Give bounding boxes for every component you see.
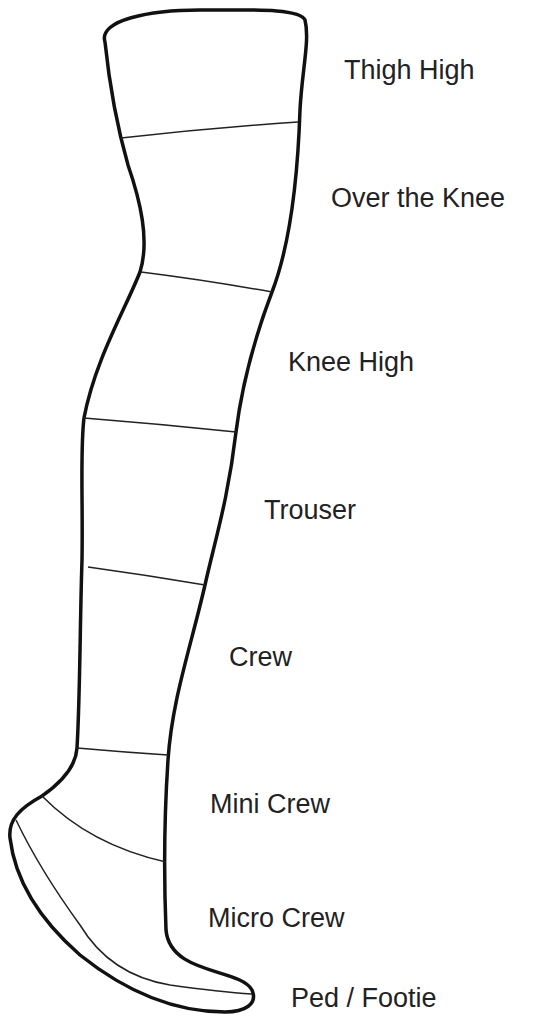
band-line <box>121 122 298 138</box>
sock-length-label: Mini Crew <box>210 788 330 820</box>
sock-length-label: Crew <box>229 641 292 673</box>
sock-length-label: Trouser <box>264 494 356 526</box>
sock-length-label: Ped / Footie <box>291 982 437 1014</box>
sock-length-label: Thigh High <box>344 54 475 86</box>
band-line <box>84 418 236 432</box>
band-line <box>88 567 205 585</box>
leg-outline <box>10 10 307 1012</box>
band-lines <box>16 122 298 994</box>
sock-length-label: Knee High <box>288 346 414 378</box>
sock-length-label: Micro Crew <box>208 902 345 934</box>
band-line <box>141 272 272 292</box>
band-line <box>77 748 168 755</box>
sock-length-label: Over the Knee <box>331 182 505 214</box>
band-line <box>42 796 166 862</box>
